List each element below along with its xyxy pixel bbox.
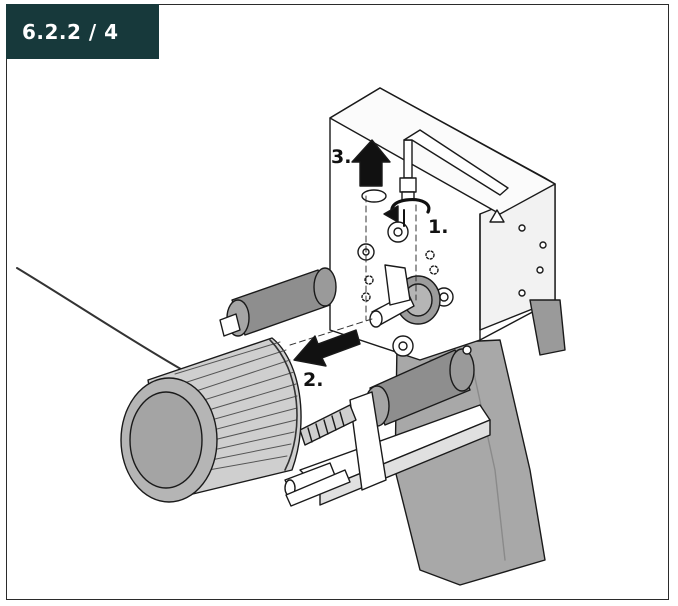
step-label-1: 1.	[428, 216, 448, 238]
section-badge: 6.2.2 / 4	[6, 4, 159, 59]
tension-spring	[299, 404, 357, 446]
hex-key	[399, 129, 509, 201]
tension-bracket	[284, 391, 491, 506]
step-label-3: 3.	[331, 146, 351, 168]
alignment-lines	[289, 195, 417, 346]
welding-wire	[16, 267, 187, 373]
arrow-step-1	[383, 198, 431, 227]
step-label-2: 2.	[303, 369, 323, 391]
axle-rod	[285, 469, 351, 507]
drive-roll-holes	[357, 189, 454, 357]
spool-shaft	[369, 264, 441, 328]
upper-roller	[219, 267, 337, 337]
arrow-step-3	[351, 139, 391, 187]
wire-spool	[120, 337, 302, 503]
arrow-step-2	[293, 329, 361, 367]
